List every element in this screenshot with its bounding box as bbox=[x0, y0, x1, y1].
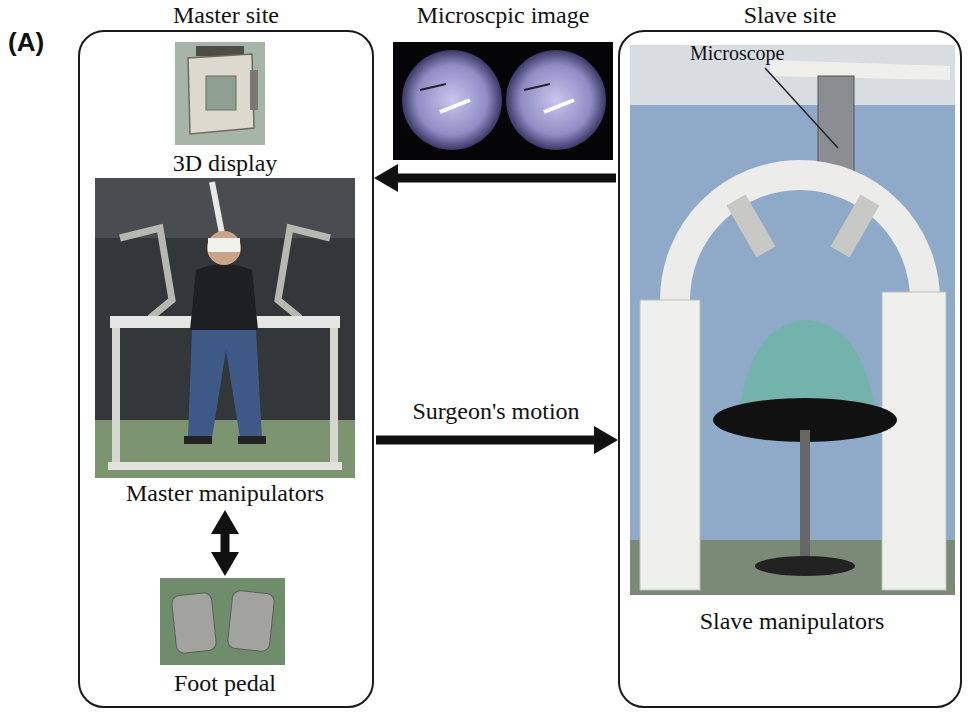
display-mount bbox=[250, 70, 258, 110]
operator-torso bbox=[190, 264, 258, 330]
panel-heading: Slave site bbox=[744, 2, 837, 28]
photo-ground bbox=[393, 42, 613, 160]
surgical-drape bbox=[740, 320, 875, 410]
operator-goggles bbox=[208, 238, 240, 252]
photo-ground bbox=[175, 42, 265, 145]
panel-heading: Microscpic image bbox=[417, 2, 590, 28]
photo-caption: Slave manipulators bbox=[700, 608, 885, 634]
photo-ground bbox=[630, 45, 955, 595]
left-column bbox=[640, 300, 700, 590]
left-pedal bbox=[171, 592, 217, 654]
desk-leg bbox=[330, 328, 338, 468]
photo-ground bbox=[95, 178, 355, 478]
display-photo bbox=[175, 42, 265, 145]
right-column bbox=[882, 292, 946, 590]
photo-panel: Slave manipulators bbox=[626, 40, 958, 638]
site-panel: Slave siteSlave manipulators bbox=[618, 2, 962, 708]
table-base bbox=[755, 556, 855, 576]
site-panel: Master site 3D displayMaster manipulators… bbox=[78, 2, 374, 708]
flow-arrow bbox=[376, 436, 594, 445]
right-slave-tool bbox=[830, 195, 879, 258]
left-view bbox=[402, 50, 502, 150]
desk-base bbox=[108, 462, 342, 470]
leader-line bbox=[765, 68, 838, 148]
panel-heading: Master site bbox=[173, 2, 279, 28]
left-slave-tool bbox=[726, 195, 775, 258]
photo-caption: 3D display bbox=[173, 150, 278, 176]
operator-shoe bbox=[238, 436, 266, 444]
right-pedal bbox=[227, 590, 275, 652]
instrument-glint bbox=[544, 100, 574, 112]
edge-label: Surgeon's motion bbox=[409, 398, 582, 424]
part-name: Microscope bbox=[690, 42, 784, 64]
flow-arrow bbox=[398, 174, 616, 183]
right-view bbox=[506, 50, 606, 150]
desk-leg bbox=[112, 328, 120, 468]
photo-panel: Master manipulators bbox=[90, 176, 360, 510]
photo-caption: Foot pedal bbox=[174, 670, 276, 696]
pedal-photo bbox=[160, 578, 285, 665]
instrument-tip bbox=[524, 84, 550, 90]
operator-head bbox=[207, 231, 241, 265]
operator-shoe bbox=[184, 436, 212, 444]
display-window bbox=[206, 76, 236, 110]
table-pole bbox=[800, 430, 810, 560]
microscopic-photo bbox=[393, 42, 613, 160]
lab-cabinet bbox=[95, 178, 355, 238]
c-arc bbox=[675, 175, 925, 300]
lab-floor bbox=[95, 420, 355, 478]
flow-arrow bbox=[221, 534, 230, 552]
slave-photo bbox=[630, 45, 955, 595]
operator-jeans bbox=[188, 330, 262, 438]
display-frame bbox=[188, 54, 254, 134]
photo-panel: Foot pedal bbox=[150, 576, 300, 700]
instrument-glint bbox=[440, 100, 470, 112]
photo-ground bbox=[160, 578, 285, 665]
photo-panel: 3D display bbox=[150, 40, 300, 180]
right-master-arm bbox=[278, 228, 330, 318]
photo-panel: Microscpic image bbox=[390, 2, 616, 162]
photo-caption: Master manipulators bbox=[126, 480, 324, 506]
left-master-arm bbox=[120, 228, 172, 318]
panel-letter: (A) bbox=[8, 28, 44, 57]
instrument-tip bbox=[420, 84, 446, 90]
site-frame bbox=[78, 30, 374, 708]
site-frame bbox=[618, 30, 962, 708]
microscope-arm bbox=[770, 60, 950, 80]
master-photo bbox=[95, 178, 355, 478]
lab-wall bbox=[630, 45, 955, 105]
